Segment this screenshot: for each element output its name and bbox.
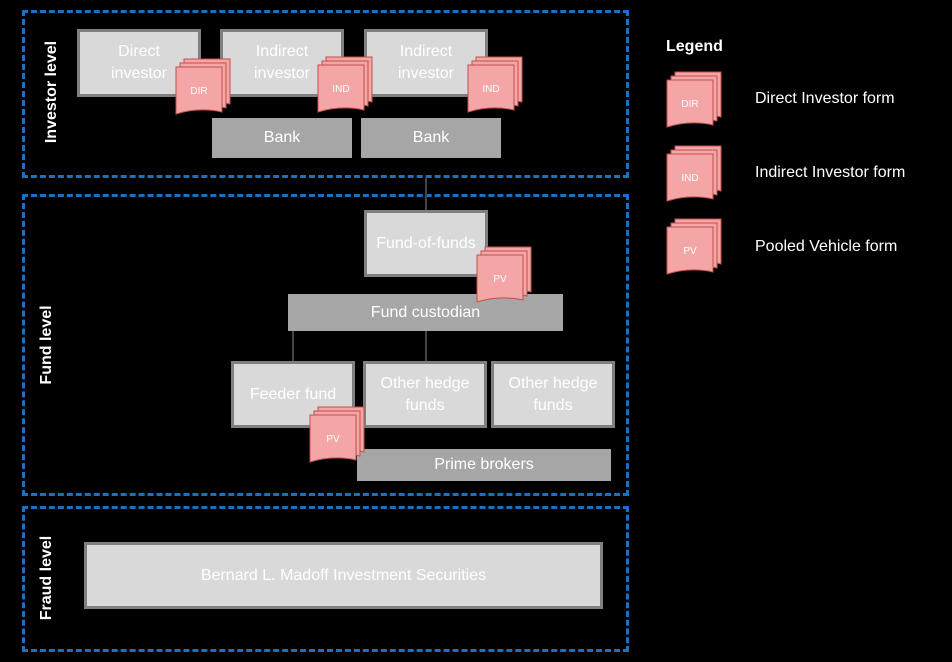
ind-form-label-1: IND [332, 84, 349, 95]
pv-form-icon-fof: PV [475, 246, 533, 304]
prime-brokers-box: Prime brokers [357, 449, 611, 481]
bank-box-1: Bank [212, 118, 352, 158]
fraud-level-label: Fraud level [38, 535, 55, 621]
ind-form-label-2: IND [482, 84, 499, 95]
dir-form-icon: DIR [174, 58, 232, 116]
ind-form-icon-1: IND [316, 56, 374, 114]
legend-title: Legend [666, 38, 723, 55]
other-hedge-funds-box-2: Other hedge funds [491, 361, 615, 428]
other-hedge-funds-box-1: Other hedge funds [363, 361, 487, 428]
connector-fof-top [425, 178, 427, 211]
fund-custodian-box: Fund custodian [288, 294, 563, 331]
legend-dir-icon: DIR [665, 71, 723, 129]
fund-of-funds-box: Fund-of-funds [364, 210, 488, 277]
ind-form-icon-2: IND [466, 56, 524, 114]
pv-form-label-fof: PV [493, 274, 507, 285]
legend-ind-icon: IND [665, 145, 723, 203]
fraud-level-section [22, 506, 629, 652]
madoff-box: Bernard L. Madoff Investment Securities [84, 542, 603, 609]
dir-form-label: DIR [190, 86, 207, 97]
legend-pv-label: Pooled Vehicle form [755, 238, 898, 255]
fund-level-section [22, 194, 629, 496]
legend-pv-icon: PV [665, 218, 723, 276]
fund-level-label: Fund level [38, 305, 55, 385]
connector-custodian-feeder [292, 331, 294, 362]
investor-level-section [22, 10, 629, 178]
legend-ind-label: Indirect Investor form [755, 164, 906, 181]
legend-ind-code: IND [681, 173, 698, 184]
connector-custodian-other [425, 331, 427, 362]
legend-dir-label: Direct Investor form [755, 90, 895, 107]
bank-box-2: Bank [361, 118, 501, 158]
investor-level-label: Investor level [43, 40, 60, 144]
legend-pv-code: PV [683, 246, 697, 257]
pv-form-icon-feeder: PV [308, 406, 366, 464]
legend-dir-code: DIR [681, 99, 698, 110]
pv-form-label-feeder: PV [326, 434, 340, 445]
